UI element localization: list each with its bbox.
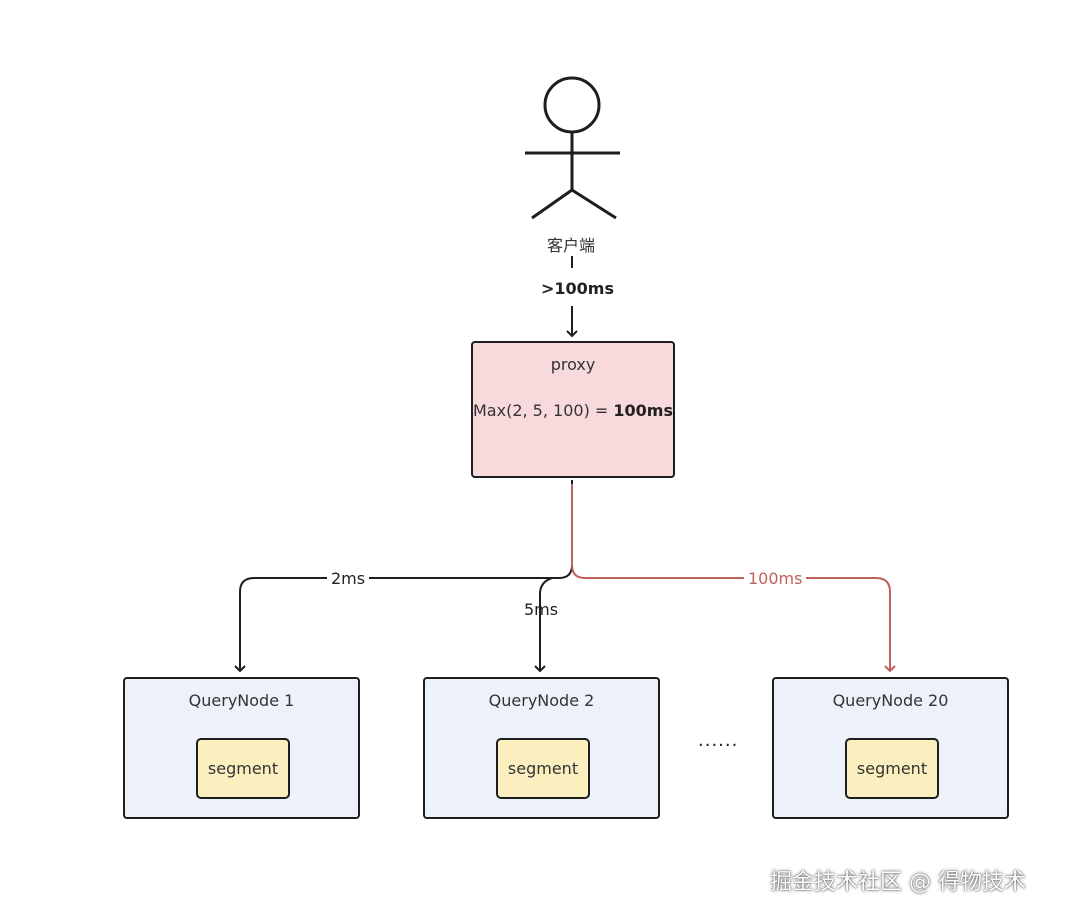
querynode-2-title: QueryNode 2: [488, 691, 595, 710]
proxy-formula: Max(2, 5, 100) = 100ms: [473, 401, 673, 420]
edge-latency-querynode-20: 100ms: [744, 569, 807, 588]
edge-latency-querynode-1: 2ms: [327, 569, 370, 588]
client-latency-label: >100ms: [537, 279, 618, 298]
proxy-formula-result: 100ms: [613, 401, 673, 420]
edge-querynode-1: [234, 480, 573, 673]
proxy-title: proxy: [550, 355, 596, 374]
querynode-1-segment: segment: [196, 738, 290, 799]
querynode-1-title: QueryNode 1: [188, 691, 295, 710]
querynode-20-segment: segment: [845, 738, 939, 799]
edge-latency-querynode-2: 5ms: [524, 600, 559, 619]
edge-querynode-2: [534, 577, 553, 673]
proxy-box: proxy Max(2, 5, 100) = 100ms: [471, 341, 675, 478]
watermark: 掘金技术社区 @ 得物技术: [770, 870, 1026, 895]
client-label: 客户端: [547, 236, 596, 255]
querynode-2-segment: segment: [496, 738, 590, 799]
nodes-ellipsis: ......: [698, 730, 739, 751]
querynode-20-title: QueryNode 20: [832, 691, 949, 710]
querynode-2-box: QueryNode 2 segment: [423, 677, 660, 819]
edge-querynode-20: [571, 484, 896, 673]
client-stick-figure-icon: [525, 76, 620, 220]
proxy-formula-prefix: Max(2, 5, 100) =: [473, 401, 614, 420]
querynode-1-box: QueryNode 1 segment: [123, 677, 360, 819]
querynode-20-box: QueryNode 20 segment: [772, 677, 1009, 819]
